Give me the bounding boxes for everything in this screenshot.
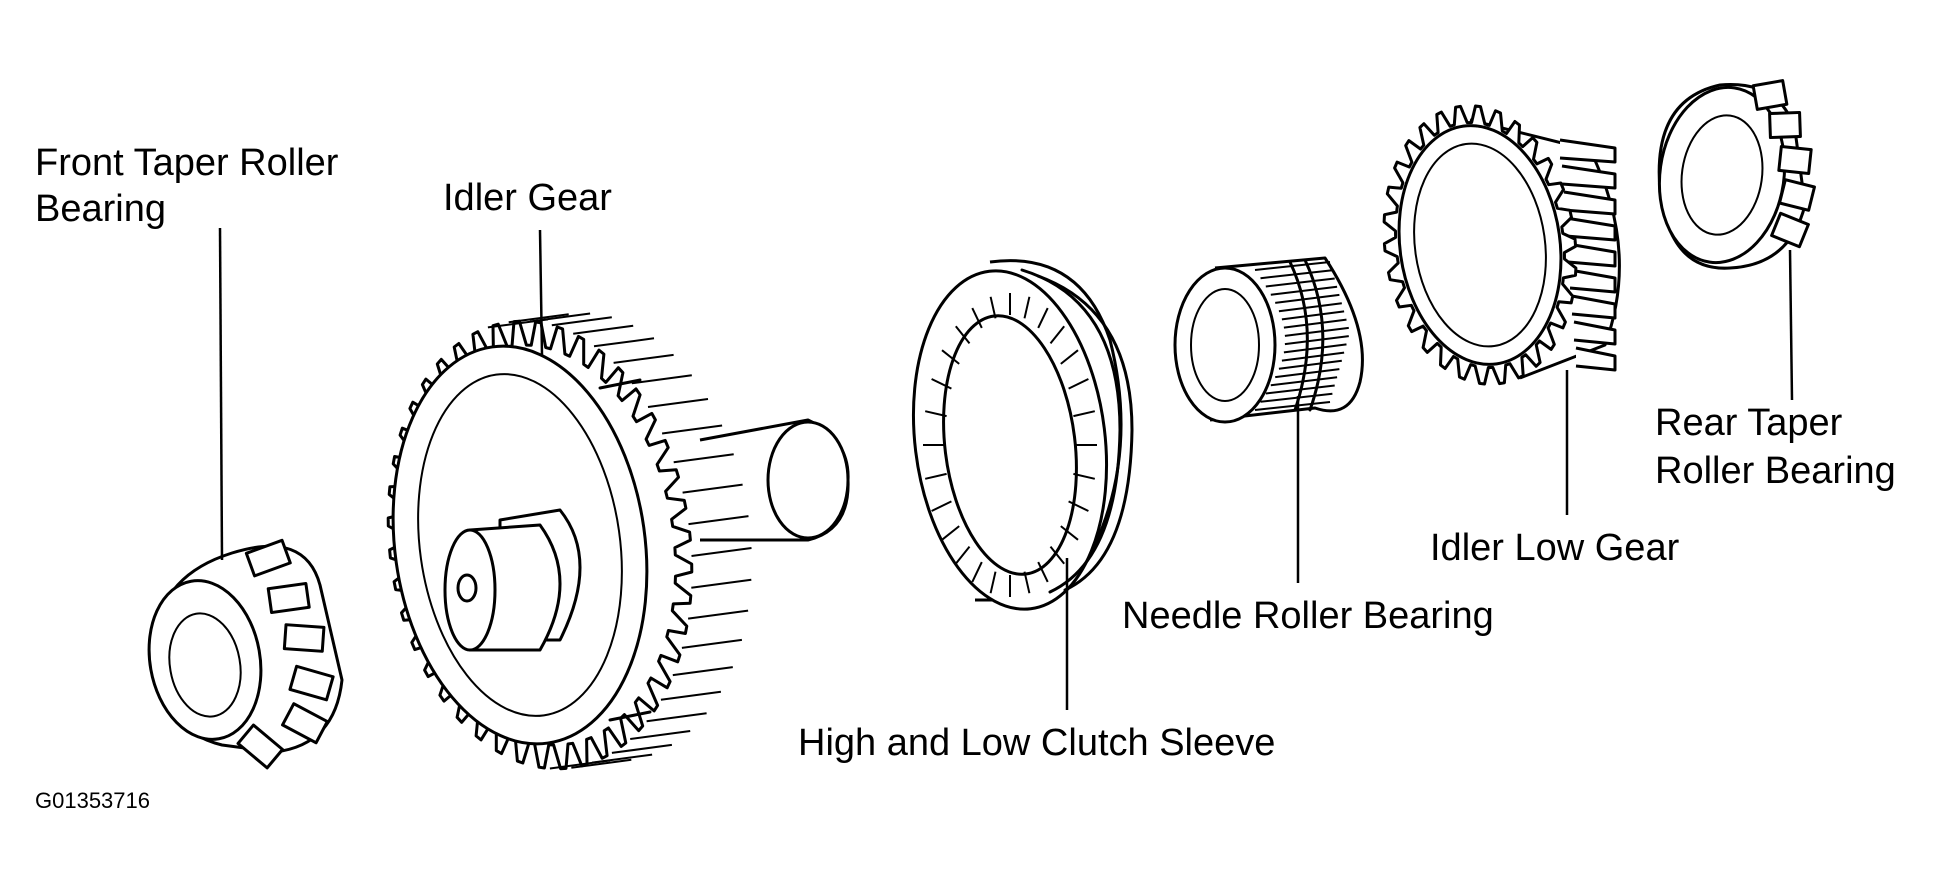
- idler-gear: [386, 312, 850, 771]
- idler-low-gear: [1382, 104, 1621, 386]
- needle-roller-bearing: [1173, 256, 1364, 424]
- idler-gear-leader-line: [538, 229, 544, 356]
- label-front-taper-roller-bearing-line2: Bearing: [35, 188, 166, 230]
- label-high-and-low-clutch-sleeve: High and Low Clutch Sleeve: [798, 722, 1276, 764]
- label-idler-gear: Idler Gear: [443, 177, 612, 219]
- rear-taper-roller-bearing: [1657, 79, 1816, 270]
- high-and-low-clutch-sleeve: [911, 259, 1134, 611]
- label-idler-low-gear: Idler Low Gear: [1430, 527, 1680, 569]
- figure-code: G01353716: [35, 788, 150, 813]
- label-rear-taper-roller-bearing-line2: Roller Bearing: [1655, 450, 1896, 492]
- label-front-taper-roller-bearing-line1: Front Taper Roller: [35, 142, 339, 184]
- label-needle-roller-bearing: Needle Roller Bearing: [1122, 595, 1494, 637]
- rear-bearing-leader-line: [1788, 249, 1794, 401]
- front-taper-roller-bearing: [147, 538, 344, 770]
- front-bearing-leader-line: [218, 227, 224, 561]
- label-rear-taper-roller-bearing-line1: Rear Taper: [1655, 402, 1843, 444]
